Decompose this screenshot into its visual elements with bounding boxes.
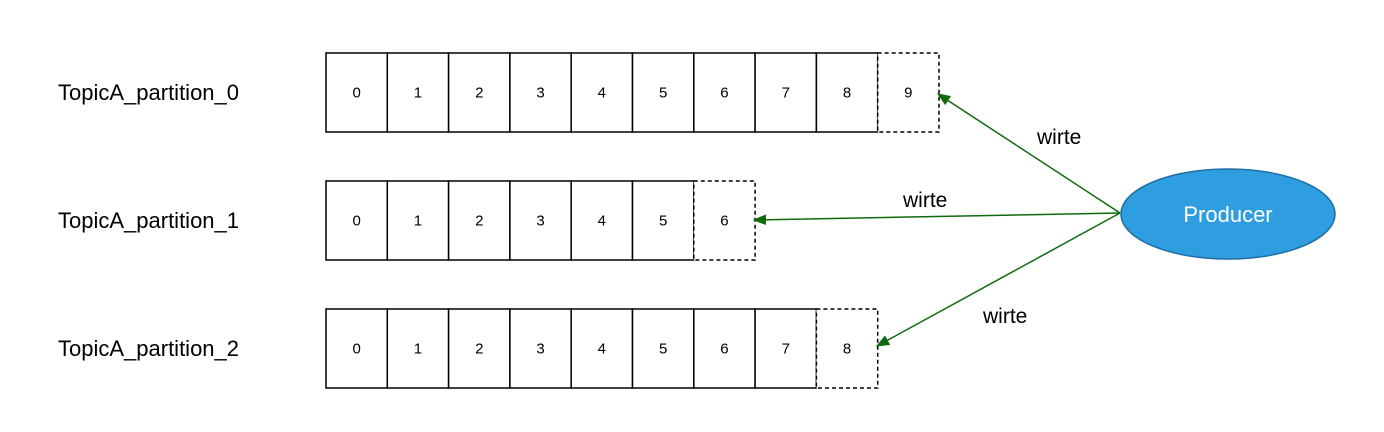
write-arrow-partition-0 <box>936 93 1121 214</box>
offset-label: 7 <box>782 85 790 102</box>
offset-cell <box>570 308 634 389</box>
write-label-partition-2: wirte <box>982 305 1027 328</box>
offset-label: 9 <box>904 85 912 102</box>
partition-label: TopicA_partition_1 <box>58 208 239 233</box>
pending-offset-cell <box>693 180 756 261</box>
offset-label: 1 <box>414 341 422 358</box>
offset-label: 8 <box>843 341 851 358</box>
partition-row-2: TopicA_partition_2 0 1 2 3 4 5 6 7 8 <box>58 308 879 389</box>
offset-label: 3 <box>536 341 544 358</box>
offset-cell <box>570 52 634 133</box>
offset-cell <box>325 52 389 133</box>
offset-label: 5 <box>659 85 667 102</box>
offset-label: 6 <box>720 213 728 230</box>
offset-cell <box>325 308 389 389</box>
partition-row-0: TopicA_partition_0 0 1 2 3 4 5 6 7 8 9 <box>58 52 940 133</box>
offset-cell <box>693 52 756 133</box>
offset-label: 7 <box>782 341 790 358</box>
offset-cell <box>447 180 511 261</box>
offset-cell <box>386 180 450 261</box>
offset-label: 0 <box>352 213 360 230</box>
offset-cell <box>754 52 818 133</box>
offset-cell <box>631 52 695 133</box>
offset-label: 5 <box>659 213 667 230</box>
producer-node: Producer <box>1120 168 1336 260</box>
offset-cell <box>386 308 450 389</box>
offset-cell <box>754 308 818 389</box>
write-arrow-partition-1 <box>752 212 1121 226</box>
pending-offset-cell <box>815 308 879 389</box>
offset-label: 5 <box>659 341 667 358</box>
partition-cells: 0 1 2 3 4 5 6 7 8 <box>325 308 879 389</box>
offset-label: 3 <box>536 213 544 230</box>
offset-label: 0 <box>352 341 360 358</box>
partition-cells: 0 1 2 3 4 5 6 7 8 9 <box>325 52 940 133</box>
write-label-partition-0: wirte <box>1036 126 1081 149</box>
offset-label: 4 <box>598 85 606 102</box>
producer-label: Producer <box>1183 202 1272 227</box>
offset-label: 1 <box>414 213 422 230</box>
offset-label: 0 <box>352 85 360 102</box>
partition-label: TopicA_partition_2 <box>58 336 239 361</box>
offset-label: 6 <box>720 85 728 102</box>
offset-cell <box>447 52 511 133</box>
offset-cell <box>447 308 511 389</box>
offset-cell <box>631 180 695 261</box>
pending-offset-cell <box>876 52 940 133</box>
partition-label: TopicA_partition_0 <box>58 80 239 105</box>
offset-label: 4 <box>598 341 606 358</box>
write-arrow-partition-2 <box>875 212 1121 347</box>
offset-label: 2 <box>475 85 483 102</box>
offset-label: 2 <box>475 341 483 358</box>
offset-label: 1 <box>414 85 422 102</box>
offset-label: 2 <box>475 213 483 230</box>
offset-cell <box>815 52 879 133</box>
write-edges: wirte wirte wirte <box>752 93 1121 347</box>
offset-cell <box>509 308 572 389</box>
offset-label: 4 <box>598 213 606 230</box>
offset-cell <box>631 308 695 389</box>
offset-label: 8 <box>843 85 851 102</box>
producer-ellipse <box>1120 168 1336 260</box>
partition-cells: 0 1 2 3 4 5 6 <box>325 180 756 261</box>
partition-row-1: TopicA_partition_1 0 1 2 3 4 5 6 <box>58 180 756 261</box>
write-label-partition-1: wirte <box>902 189 947 212</box>
offset-cell <box>386 52 450 133</box>
offset-label: 3 <box>536 85 544 102</box>
offset-cell <box>509 180 572 261</box>
offset-label: 6 <box>720 341 728 358</box>
